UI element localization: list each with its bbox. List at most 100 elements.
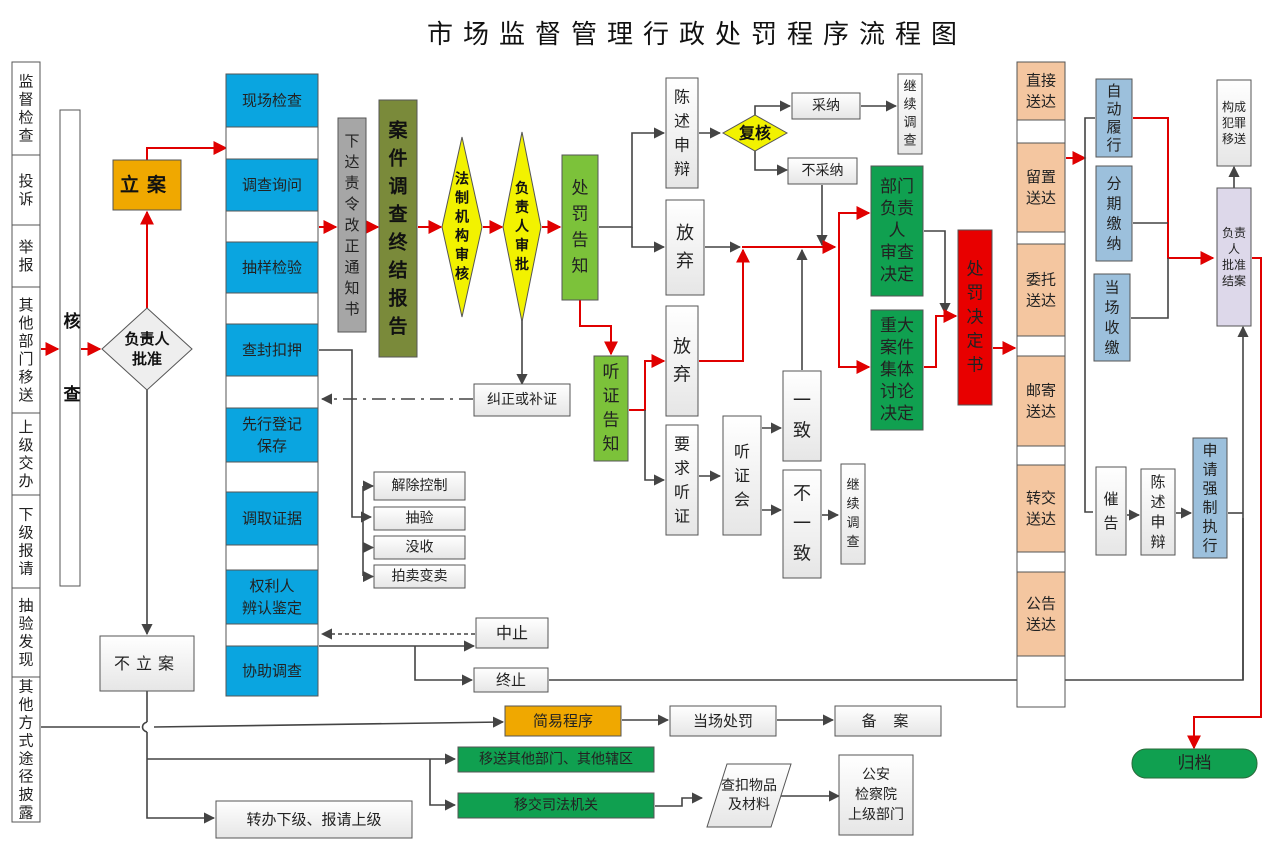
hearing-box-shape — [722, 415, 762, 536]
svg-text:不立案: 不立案 — [114, 654, 180, 673]
not-adopt-box-shape — [787, 157, 858, 185]
connector-arrow — [631, 227, 666, 253]
svg-text:负责人: 负责人 — [124, 330, 170, 348]
svg-text:验: 验 — [18, 615, 33, 633]
svg-text:缴: 缴 — [1106, 215, 1121, 233]
investigation-step-4: 查封扣押 — [225, 323, 319, 377]
svg-text:请: 请 — [1202, 461, 1217, 479]
svg-text:行: 行 — [1106, 136, 1121, 154]
svg-text:送达: 送达 — [1026, 403, 1056, 421]
svg-text:继: 继 — [903, 80, 916, 95]
seizure-option-1-shape — [373, 471, 466, 501]
seizure-option-1: 解除控制 — [373, 471, 466, 501]
svg-text:举: 举 — [18, 238, 33, 256]
svg-text:查: 查 — [903, 134, 916, 149]
svg-text:调: 调 — [846, 516, 859, 531]
svg-text:申: 申 — [1150, 513, 1165, 531]
svg-text:述: 述 — [674, 112, 690, 131]
consistent-box-shape — [782, 370, 822, 462]
svg-text:证: 证 — [674, 507, 690, 526]
svg-text:简易程序: 简易程序 — [533, 712, 593, 730]
svg-text:书: 书 — [967, 356, 984, 376]
forward-box: 转办下级、报请上级 — [215, 800, 413, 839]
arrow-waive2-to-decision — [699, 248, 750, 362]
svg-text:转交: 转交 — [1026, 489, 1056, 507]
svg-text:不: 不 — [793, 484, 811, 505]
source-src4-shape — [11, 286, 41, 414]
svg-text:查: 查 — [18, 127, 33, 145]
crime-transfer-box-shape — [1216, 79, 1252, 167]
svg-text:告: 告 — [388, 315, 407, 338]
svg-text:部门: 部门 — [880, 177, 914, 197]
arrow-to-simple-procedure — [153, 716, 505, 728]
connector-arrow — [1084, 158, 1093, 513]
svg-text:重大: 重大 — [880, 316, 914, 336]
svg-text:核: 核 — [455, 266, 469, 283]
source-src3-shape — [11, 224, 41, 288]
svg-text:留置: 留置 — [1026, 168, 1056, 186]
svg-text:纳: 纳 — [1106, 235, 1121, 253]
svg-text:机: 机 — [455, 209, 469, 226]
connector-arrow — [838, 247, 871, 374]
source-src2: 投诉 — [11, 154, 41, 226]
svg-text:不采纳: 不采纳 — [802, 163, 844, 179]
svg-text:当场处罚: 当场处罚 — [693, 712, 753, 730]
waive-box-1: 放弃 — [665, 199, 705, 296]
svg-text:场: 场 — [1104, 299, 1119, 317]
delivery-method-1-shape — [1016, 61, 1066, 121]
svg-text:检察院: 检察院 — [855, 786, 897, 803]
svg-text:责: 责 — [515, 199, 529, 216]
svg-text:报: 报 — [18, 256, 33, 274]
connector-arrow — [1133, 117, 1215, 265]
svg-text:批准: 批准 — [1222, 257, 1246, 272]
svg-text:送达: 送达 — [1026, 93, 1056, 111]
svg-text:督: 督 — [18, 91, 33, 109]
connector-arrow — [838, 206, 871, 247]
rectify-notice-box-shape — [337, 117, 367, 333]
investigation-step-2-shape — [225, 158, 319, 212]
svg-text:书: 书 — [344, 300, 359, 318]
investigation-step-3: 抽样检验 — [225, 241, 319, 294]
svg-text:发: 发 — [18, 633, 33, 651]
svg-text:方: 方 — [18, 714, 33, 732]
svg-text:查封扣押: 查封扣押 — [242, 341, 302, 359]
svg-text:及材料: 及材料 — [728, 797, 770, 813]
simple-procedure-box-shape — [504, 705, 622, 737]
svg-text:动: 动 — [1106, 100, 1121, 118]
svg-text:披: 披 — [18, 786, 33, 804]
svg-text:复核: 复核 — [738, 124, 771, 143]
dept-leader-decision-box-shape — [870, 165, 924, 297]
svg-text:委托: 委托 — [1026, 271, 1056, 289]
connector-arrow — [924, 230, 951, 315]
request-hearing-box-shape — [665, 424, 699, 536]
svg-text:抽: 抽 — [18, 597, 33, 615]
svg-text:决定: 决定 — [880, 404, 914, 424]
svg-text:处: 处 — [967, 260, 984, 280]
seizure-option-4: 拍卖变卖 — [373, 564, 466, 589]
svg-text:采纳: 采纳 — [812, 98, 840, 114]
svg-text:一: 一 — [793, 514, 811, 535]
investigation-step-4-shape — [225, 323, 319, 377]
svg-text:抽验: 抽验 — [406, 511, 434, 527]
delivery-method-3-shape — [1016, 243, 1066, 337]
svg-text:集体: 集体 — [880, 360, 914, 380]
legal-review-diamond-shape — [441, 136, 483, 318]
svg-text:负: 负 — [515, 180, 529, 197]
svg-text:调查询问: 调查询问 — [242, 176, 302, 194]
connector-arrow — [924, 309, 958, 368]
suspend-box: 中止 — [475, 617, 549, 649]
arrow-to-archive — [1187, 257, 1262, 750]
svg-text:部: 部 — [18, 332, 33, 350]
svg-text:求: 求 — [674, 459, 690, 478]
svg-text:执: 执 — [1202, 518, 1217, 536]
source-src1-shape — [11, 61, 41, 156]
svg-text:决定: 决定 — [880, 265, 914, 285]
svg-text:投: 投 — [18, 172, 33, 190]
svg-text:批准: 批准 — [132, 350, 162, 368]
svg-text:终: 终 — [388, 231, 408, 254]
svg-text:催: 催 — [1103, 490, 1118, 508]
